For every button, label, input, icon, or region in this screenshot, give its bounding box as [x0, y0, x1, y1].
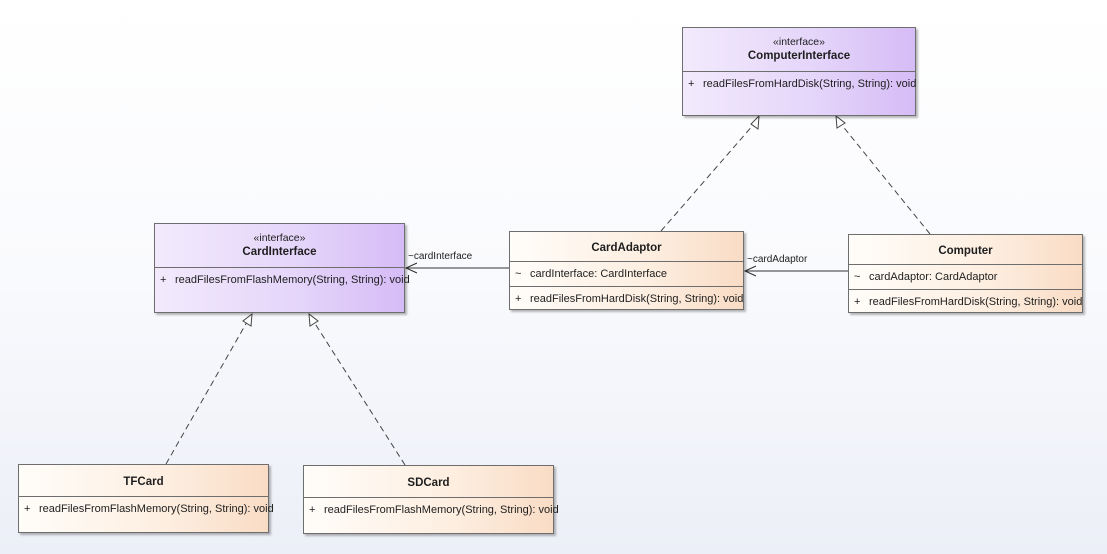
attribute-row: ~ cardAdaptor: CardAdaptor [849, 270, 1082, 284]
realization-sdcard-cardinterface [308, 312, 406, 466]
computer-attributes: ~ cardAdaptor: CardAdaptor [849, 265, 1082, 290]
visibility-marker: + [688, 78, 695, 90]
visibility-marker: + [515, 293, 522, 305]
realization-cardadaptor-computerinterface [660, 114, 760, 232]
operation-row: + readFilesFromFlashMemory(String, Strin… [19, 502, 274, 516]
association-label-cardadaptor: ~cardAdaptor [747, 254, 808, 265]
operation-signature: readFilesFromFlashMemory(String, String)… [39, 503, 274, 515]
computer-interface-stereotype: «interface» [773, 36, 825, 48]
realization-computer-computerinterface [835, 114, 931, 235]
operation-row: + readFilesFromHardDisk(String, String):… [849, 295, 1082, 309]
card-adaptor-attributes: ~ cardInterface: CardInterface [510, 262, 743, 287]
tf-card-box[interactable]: TFCard + readFilesFromFlashMemory(String… [18, 464, 274, 533]
association-label-cardinterface: ~cardInterface [408, 251, 473, 262]
tf-card-name: TFCard [123, 476, 164, 488]
operation-signature: readFilesFromFlashMemory(String, String)… [324, 504, 559, 516]
tf-card-header: TFCard [19, 465, 268, 497]
card-adaptor-operations: + readFilesFromHardDisk(String, String):… [510, 287, 743, 311]
computer-interface-operations: + readFilesFromHardDisk(String, String):… [683, 72, 917, 96]
card-interface-header: «interface» CardInterface [155, 224, 404, 268]
card-adaptor-name: CardAdaptor [591, 242, 662, 254]
attribute-declaration: cardAdaptor: CardAdaptor [869, 271, 998, 283]
computer-interface-name: ComputerInterface [747, 50, 851, 62]
computer-interface-box[interactable]: «interface» ComputerInterface + readFile… [682, 27, 916, 116]
computer-operations: + readFilesFromHardDisk(String, String):… [849, 290, 1082, 314]
card-interface-box[interactable]: «interface» CardInterface + readFilesFro… [154, 223, 410, 313]
computer-header: Computer [849, 235, 1082, 265]
attribute-declaration: cardInterface: CardInterface [530, 268, 667, 280]
realization-tfcard-cardinterface [165, 312, 253, 465]
operation-row: + readFilesFromFlashMemory(String, Strin… [155, 273, 410, 287]
visibility-marker: + [309, 504, 316, 516]
sd-card-header: SDCard [304, 466, 553, 498]
card-adaptor-box[interactable]: CardAdaptor ~ cardInterface: CardInterfa… [509, 231, 744, 310]
operation-signature: readFilesFromHardDisk(String, String): v… [869, 296, 1083, 308]
card-interface-stereotype: «interface» [253, 232, 306, 244]
sd-card-operations: + readFilesFromFlashMemory(String, Strin… [304, 498, 559, 522]
operation-row: + readFilesFromHardDisk(String, String):… [510, 292, 743, 306]
visibility-marker: + [24, 503, 31, 515]
visibility-marker: ~ [515, 268, 522, 280]
operation-signature: readFilesFromFlashMemory(String, String)… [175, 274, 410, 286]
computer-box[interactable]: Computer ~ cardAdaptor: CardAdaptor + re… [848, 234, 1083, 313]
card-interface-name: CardInterface [242, 246, 317, 258]
visibility-marker: ~ [854, 271, 861, 283]
tf-card-operations: + readFilesFromFlashMemory(String, Strin… [19, 497, 274, 521]
attribute-row: ~ cardInterface: CardInterface [510, 267, 743, 281]
sd-card-name: SDCard [407, 477, 450, 489]
operation-row: + readFilesFromFlashMemory(String, Strin… [304, 503, 559, 517]
operation-signature: readFilesFromHardDisk(String, String): v… [703, 78, 917, 90]
operation-signature: readFilesFromHardDisk(String, String): v… [530, 293, 744, 305]
visibility-marker: + [160, 274, 167, 286]
card-interface-operations: + readFilesFromFlashMemory(String, Strin… [155, 268, 410, 292]
sd-card-box[interactable]: SDCard + readFilesFromFlashMemory(String… [303, 465, 559, 534]
visibility-marker: + [854, 296, 861, 308]
card-adaptor-header: CardAdaptor [510, 232, 743, 262]
computer-name: Computer [938, 245, 993, 257]
operation-row: + readFilesFromHardDisk(String, String):… [683, 77, 917, 91]
computer-interface-header: «interface» ComputerInterface [683, 28, 915, 72]
